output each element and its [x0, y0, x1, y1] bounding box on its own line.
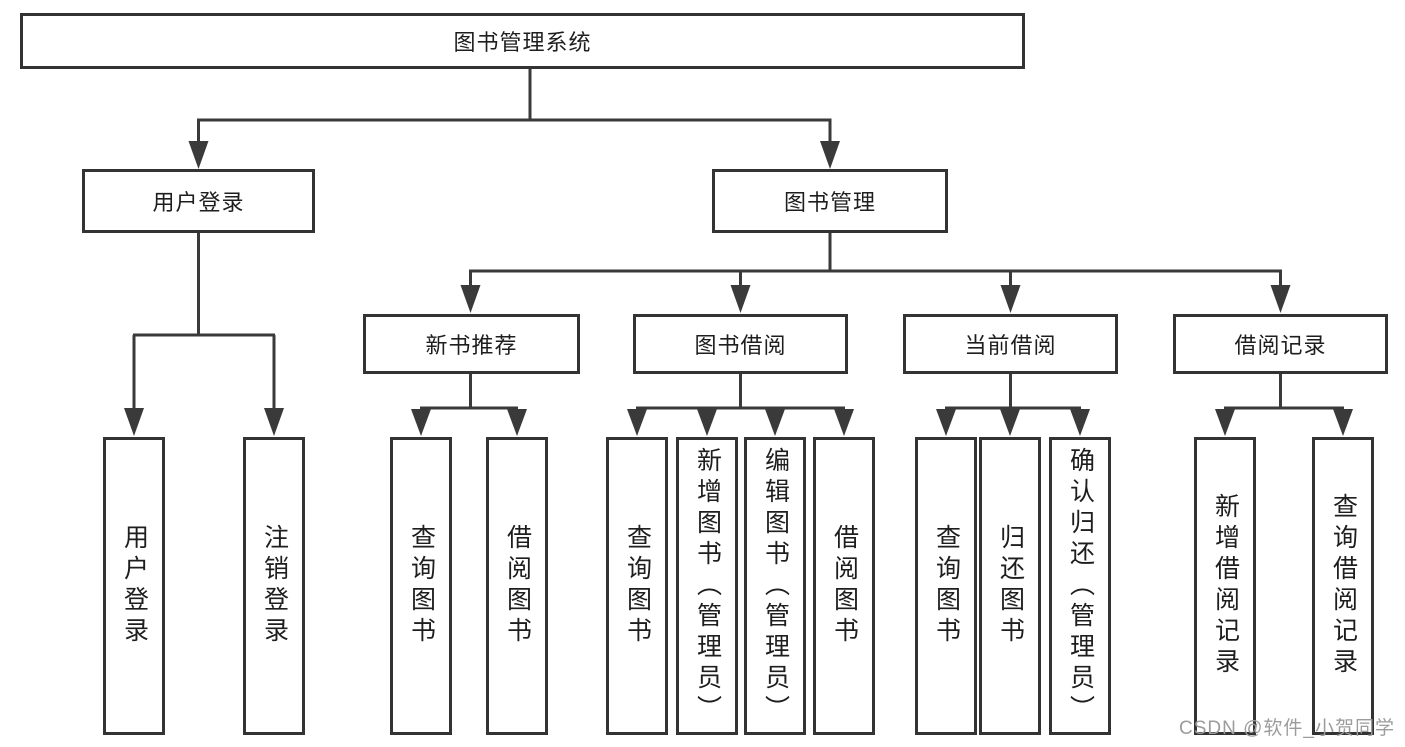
- node-label: 图书借阅: [694, 333, 787, 358]
- node-label: 图书管理系统: [453, 30, 592, 55]
- leaf-rec-query-books: 查询图书: [390, 437, 452, 735]
- node-new-book-recommend: 新书推荐: [363, 314, 580, 374]
- leaf-bb-query-books: 查询图书: [606, 437, 668, 735]
- leaf-label: 查询借阅记录: [1329, 493, 1358, 679]
- leaf-label: 新增图书（管理员）: [693, 446, 722, 726]
- leaf-label: 查询图书: [932, 524, 961, 648]
- leaf-label: 查询图书: [623, 524, 652, 648]
- leaf-label: 归还图书: [996, 524, 1025, 648]
- node-library-management-system: 图书管理系统: [20, 13, 1025, 69]
- node-label: 借阅记录: [1234, 333, 1327, 358]
- node-current-borrow: 当前借阅: [903, 314, 1118, 374]
- node-label: 用户登录: [152, 190, 245, 215]
- leaf-cb-confirm-return-admin: 确认归还（管理员）: [1049, 437, 1111, 735]
- leaf-br-add-record: 新增借阅记录: [1194, 437, 1256, 735]
- node-book-management: 图书管理: [712, 169, 948, 233]
- leaf-label: 用户登录: [120, 524, 149, 648]
- leaf-rec-borrow-books: 借阅图书: [486, 437, 548, 735]
- leaf-bb-borrow-books: 借阅图书: [813, 437, 875, 735]
- leaf-logout: 注销登录: [243, 437, 305, 735]
- leaf-label: 注销登录: [260, 524, 289, 648]
- node-label: 新书推荐: [425, 333, 518, 358]
- csdn-watermark: CSDN @软件_小贺同学: [1179, 718, 1395, 739]
- leaf-bb-add-books-admin: 新增图书（管理员）: [676, 437, 738, 735]
- node-borrow-records: 借阅记录: [1173, 314, 1388, 374]
- leaf-br-query-record: 查询借阅记录: [1312, 437, 1374, 735]
- leaf-label: 确认归还（管理员）: [1066, 446, 1095, 726]
- leaf-user-login: 用户登录: [103, 437, 165, 735]
- leaf-cb-return-books: 归还图书: [979, 437, 1041, 735]
- leaf-label: 借阅图书: [830, 524, 859, 648]
- node-book-borrow: 图书借阅: [633, 314, 848, 374]
- leaf-label: 借阅图书: [503, 524, 532, 648]
- leaf-cb-query-books: 查询图书: [915, 437, 977, 735]
- leaf-label: 查询图书: [407, 524, 436, 648]
- leaf-label: 新增借阅记录: [1211, 493, 1240, 679]
- leaf-label: 编辑图书（管理员）: [761, 446, 790, 726]
- node-label: 当前借阅: [964, 333, 1057, 358]
- leaf-bb-edit-books-admin: 编辑图书（管理员）: [744, 437, 806, 735]
- node-user-login: 用户登录: [82, 169, 315, 233]
- node-label: 图书管理: [783, 190, 876, 215]
